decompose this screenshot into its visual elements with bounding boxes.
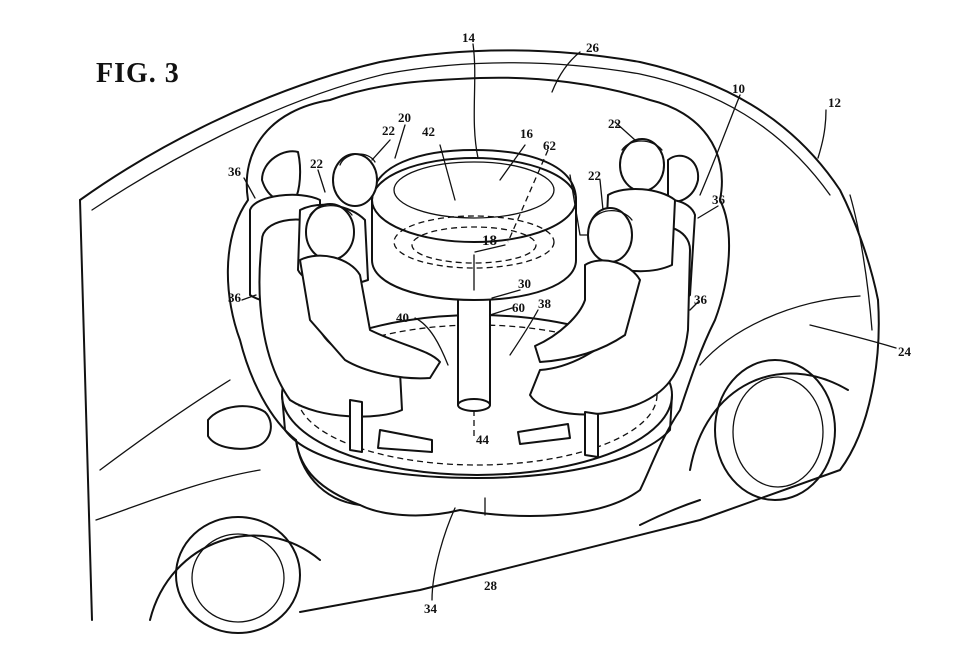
ref-38: 38: [538, 296, 552, 311]
ref-12: 12: [828, 95, 841, 110]
ref-36-right-lower: 36: [694, 292, 708, 307]
ref-44: 44: [476, 432, 490, 447]
ref-42: 42: [422, 124, 435, 139]
ref-22-front-right: 22: [588, 168, 601, 183]
ref-16: 16: [520, 126, 534, 141]
ref-34: 34: [424, 601, 438, 616]
ref-22-rear-right: 22: [608, 116, 621, 131]
ref-28: 28: [484, 578, 498, 593]
rear-wheel: [689, 359, 849, 501]
seat-front-right: [529, 224, 691, 458]
ref-14: 14: [462, 30, 476, 45]
ref-30: 30: [518, 276, 531, 291]
ref-62: 62: [543, 138, 556, 153]
figure-title: FIG. 3: [96, 58, 180, 89]
ref-24: 24: [898, 344, 912, 359]
ref-60: 60: [512, 300, 525, 315]
table-assembly: [371, 149, 577, 440]
ref-36-left-lower: 36: [228, 290, 242, 305]
ref-20: 20: [398, 110, 411, 125]
ref-36-right-upper: 36: [712, 192, 726, 207]
ref-22-rear-left: 22: [382, 123, 395, 138]
ref-36-left-upper: 36: [228, 164, 242, 179]
occupant-front-left: [299, 203, 441, 453]
vehicle-body: [79, 49, 880, 621]
ref-22-front-left: 22: [310, 156, 323, 171]
front-wheel: [149, 516, 321, 634]
ref-40: 40: [396, 310, 409, 325]
ref-26: 26: [586, 40, 600, 55]
leader-lines: [241, 43, 897, 601]
ref-18: 18: [482, 233, 497, 249]
ref-10: 10: [732, 81, 745, 96]
occupant-front-right: [517, 207, 641, 445]
